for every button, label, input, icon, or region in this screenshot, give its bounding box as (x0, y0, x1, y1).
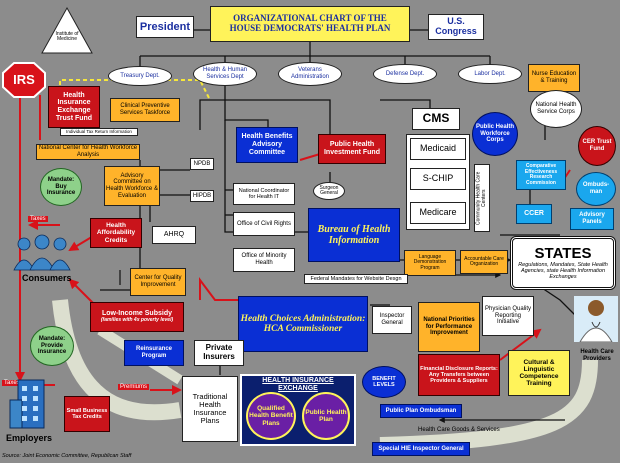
medicaid-box: Medicaid (410, 138, 466, 160)
chart-title-line2: House Democrats' Health Plan (229, 23, 391, 33)
institute-label: Institute of Medicine (55, 30, 79, 42)
low-income-title: Low-Income Subsidy (101, 310, 172, 318)
nhsc-oval: National Health Service Corps (530, 90, 582, 128)
states-title: STATES (534, 244, 592, 262)
hca-subtitle: HCA Commissioner (263, 324, 343, 334)
doctor-icon (574, 296, 618, 342)
traditional-plans: Traditional Health Insurance Plans (182, 376, 238, 442)
schip-box: S-CHIP (410, 168, 466, 190)
medicare-box: Medicare (410, 202, 466, 224)
institute-triangle (41, 6, 93, 54)
advisory-committee: Advisory Committee on Health Workforce &… (104, 166, 160, 206)
workforce-center: National Center for Health Workforce Ana… (36, 144, 140, 160)
comparative-commission: Comparative Effectiveness Research Commi… (516, 160, 566, 190)
taxes-label-bottom: Taxes (2, 380, 22, 386)
private-insurers: Private Insurers (194, 340, 244, 366)
defense-dept: Defense Dept. (373, 64, 437, 84)
inspector-general: Inspector General (372, 306, 412, 334)
irs-octagon (2, 62, 46, 98)
irs-label: IRS (13, 71, 35, 87)
physician-quality: Physician Quality Reporting Initiative (482, 296, 534, 336)
small-business-credits: Small Business Tax Credits (64, 396, 110, 432)
benefits-committee: Health Benefits Advisory Committee (236, 127, 298, 163)
chart-title: Organizational Chart of the House Democr… (210, 6, 410, 42)
low-income-subsidy: Low-Income Subsidy (families with 4x pov… (90, 302, 184, 332)
community-centers: Community Health Care Centers (474, 164, 490, 232)
coordinator-health-it: National Coordinator for Health IT (233, 183, 295, 205)
hca-title: Health Choices Administration: (240, 313, 366, 324)
minority-health: Office of Minority Health (233, 248, 295, 272)
hca-box: Health Choices Administration: HCA Commi… (238, 296, 368, 352)
ahrq-box: AHRQ (152, 226, 196, 244)
treasury-dept: Treasury Dept. (108, 66, 172, 86)
taxes-label-top: Taxes (28, 216, 48, 222)
exchange-title: HEALTH INSURANCE EXCHANGE (262, 377, 334, 392)
financial-disclosure: Financial Disclosure Reports: Any Transf… (418, 354, 500, 396)
cer-trust-fund: CER Trust Fund (578, 126, 616, 166)
source-label: Source: Joint Economic Committee, Republ… (2, 453, 132, 459)
hipdb-box: HIPDB (190, 190, 214, 202)
affordability-credits: Health Affordability Credits (90, 218, 142, 248)
people-icon (13, 234, 71, 271)
federal-mandates: Federal Mandates for Website Desgn (304, 274, 408, 284)
ph-workforce-corps: Public Health Workforce Corps (472, 112, 518, 156)
public-plan: Public Health Plan (302, 392, 350, 440)
cultural-training: Cultural & Linguistic Competence Trainin… (508, 350, 570, 396)
npdb-box: NPDB (190, 158, 214, 170)
congress-box: U.S. Congress (428, 14, 484, 40)
mandate-buy: Mandate: Buy Insurance (40, 168, 82, 206)
veterans-admin: Veterans Administration (278, 62, 342, 86)
employers-label: Employers (6, 433, 53, 443)
states-desc: Regulations, Mandates, State Health Agen… (518, 262, 608, 281)
preventive-taskforce: Clinical Preventive Services Taskforce (110, 98, 180, 122)
national-priorities: National Priorities for Performance Impr… (418, 302, 480, 352)
quality-center: Center for Quality Improvement (130, 268, 186, 296)
mandate-provide: Mandate: Provide Insurance (30, 326, 74, 366)
ccer-box: CCER (516, 204, 552, 224)
reinsurance-program: Reinsurance Program (124, 340, 184, 366)
low-income-sub: (families with 4x poverty level) (100, 317, 174, 324)
public-plan-ombudsman: Public Plan Ombudsman (380, 404, 462, 418)
tax-return-info: Individual Tax Return Information (60, 128, 138, 136)
premiums-label: Premiums (118, 384, 150, 390)
consumers-label: Consumers (22, 273, 72, 283)
exchange-trust-fund: Health Insurance Exchange Trust Fund (48, 86, 100, 128)
benefit-levels: BENEFIT LEVELS (362, 366, 406, 398)
building-icon (9, 379, 45, 429)
civil-rights: Office of Civil Rights (233, 212, 295, 236)
nurse-education: Nurse Education & Training (528, 64, 580, 92)
bureau-health-info: Bureau of Health Information (308, 208, 400, 262)
ombudsman-oval: Ombuds-man (576, 172, 616, 206)
goods-services-label: Health Care Goods & Services (418, 427, 500, 433)
hie-inspector: Special HIE Inspector General (372, 442, 470, 456)
surgeon-general: Surgeon General (313, 182, 345, 200)
chart-title-line1: Organizational Chart of the (233, 13, 387, 24)
president-box: President (136, 16, 194, 38)
labor-dept: Labor Dept. (458, 64, 522, 84)
language-program: Language Demonstration Program (404, 250, 456, 276)
hhs-dept: Health & Human Services Dept (193, 62, 257, 86)
providers-label: Health Care Providers (580, 349, 614, 362)
accountable-care: Accountable Care Organization (460, 250, 508, 274)
qualified-plans: Qualified Health Benefit Plans (246, 392, 296, 440)
cms-header: CMS (412, 108, 460, 130)
advisory-panels: Advisory Panels (570, 208, 614, 230)
ph-investment-fund: Public Health Investment Fund (318, 134, 386, 164)
states-box: STATES Regulations, Mandates, State Heal… (510, 236, 616, 290)
